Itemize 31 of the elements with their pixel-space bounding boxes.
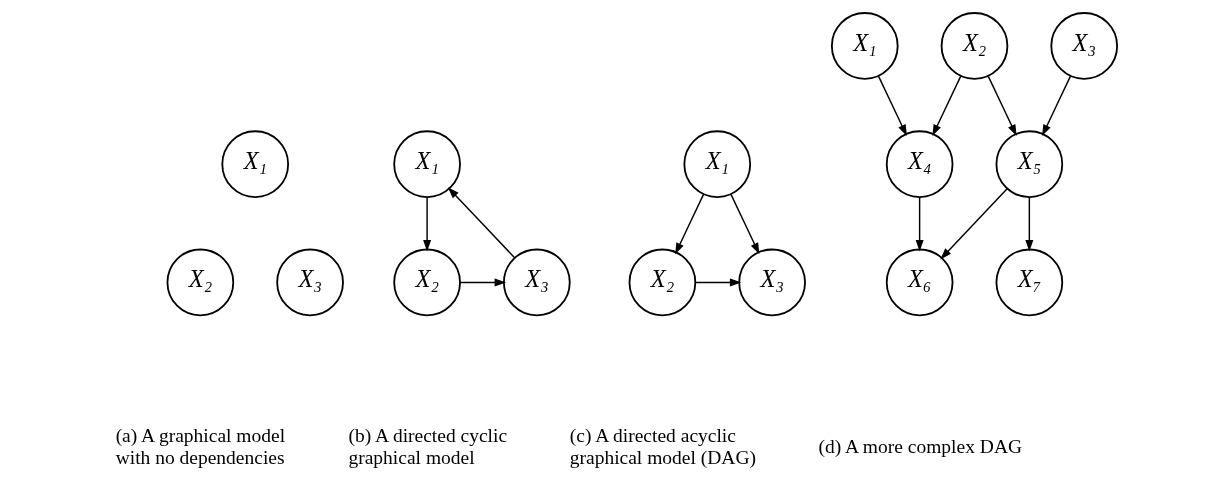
arrow [931, 75, 961, 137]
node-circle: X₇ [995, 248, 1063, 317]
arrow [447, 187, 515, 259]
node-circle: X₃ [737, 248, 806, 317]
arrow [458, 278, 506, 287]
node-circle: X₁ [220, 130, 289, 198]
node-circle: X₃ [275, 248, 344, 317]
label: (c) A directed acyclic graphical model (DAG) [569, 424, 756, 468]
arrow [1041, 75, 1071, 137]
label: (a) A graphical model with no dependencies [115, 424, 285, 468]
label: (d) A more complex DAG [817, 435, 1022, 457]
arrow [1024, 196, 1033, 252]
node-circle: X₂ [940, 12, 1008, 80]
arrow [422, 196, 431, 252]
arrow [915, 196, 924, 252]
arrow [987, 75, 1017, 137]
node-circle: X₃ [502, 248, 571, 317]
label: (b) A directed cyclic graphical model [347, 424, 507, 468]
arrow [877, 75, 907, 137]
node-circle: X₄ [885, 130, 953, 198]
node-circle: X₂ [166, 248, 234, 317]
node-circle: X₁ [682, 130, 751, 198]
node-circle: X₅ [995, 130, 1063, 198]
arrow [694, 278, 741, 287]
arrow [729, 193, 759, 255]
node-circle: X₂ [392, 248, 461, 317]
node-circle: X₃ [1049, 12, 1118, 80]
node-circle: X₂ [628, 248, 696, 317]
node-circle: X₁ [830, 12, 899, 80]
arrow [674, 193, 704, 255]
arrow [939, 188, 1008, 260]
